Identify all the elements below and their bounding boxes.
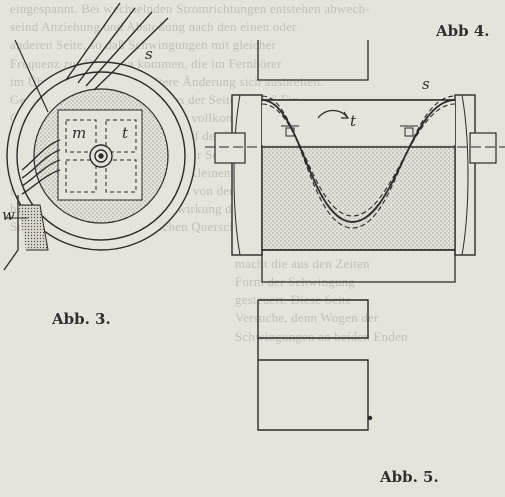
abb4-figure — [205, 40, 505, 283]
bleed-through-line: Versuche, denn Wogen der — [235, 310, 379, 326]
bleed-through-line: eingespannt. Bei wechselnden Stromrichtu… — [10, 1, 370, 16]
abb3-label-m: m — [72, 124, 87, 142]
abb5-caption: Abb. 5. — [380, 468, 439, 486]
abb3-label-w: w — [2, 206, 15, 224]
abb3-caption: Abb. 3. — [52, 310, 111, 328]
abb5-figure — [257, 299, 373, 431]
abb3-label-s: s — [145, 45, 153, 63]
abb4-label-t: t — [350, 112, 357, 130]
bleed-through-line: selnd Anziehung und Abstoßung nach den e… — [10, 19, 297, 35]
abb3-label-t: t — [122, 124, 129, 142]
abb4-caption: Abb 4. — [436, 22, 490, 40]
abb4-label-s: s — [422, 75, 430, 93]
bleed-through-line: anderen Seite, so daß Schwingungen mit g… — [10, 37, 277, 53]
bleed-through-line: macht die aus den Zeiten — [235, 255, 370, 271]
bleed-through-line: Schwingungen an beiden Enden — [235, 328, 408, 344]
abb3-figure — [3, 2, 196, 271]
